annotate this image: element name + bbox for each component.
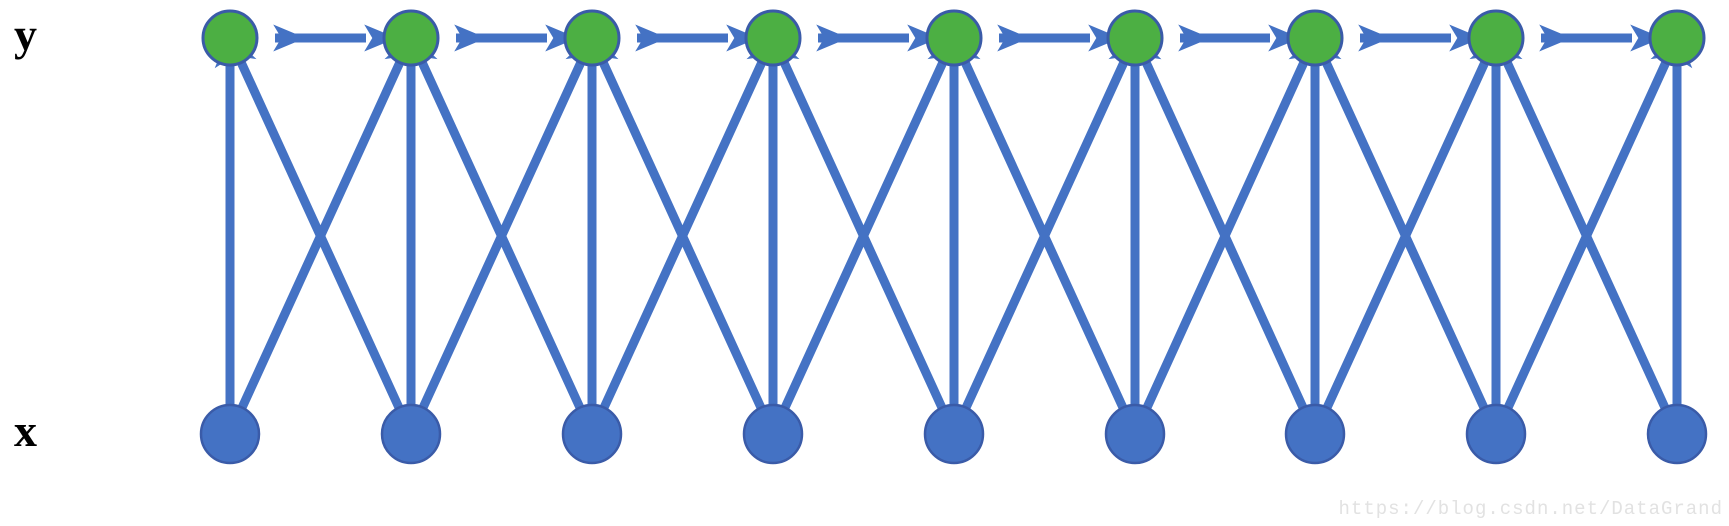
emission-arrow (780, 31, 958, 412)
emission-arrow (418, 31, 596, 412)
x-node[interactable] (1646, 403, 1708, 465)
y-node[interactable] (1286, 9, 1344, 67)
x-node[interactable] (1284, 403, 1346, 465)
x-node[interactable] (561, 403, 623, 465)
edge-group-emission (214, 30, 1693, 412)
emission-arrow (1322, 31, 1500, 412)
node-group-y (201, 9, 1706, 67)
y-node[interactable] (382, 9, 440, 67)
y-node[interactable] (744, 9, 802, 67)
emission-arrow (599, 31, 777, 412)
layer-label-y: y (14, 9, 37, 60)
emission-arrow (237, 31, 415, 412)
x-node[interactable] (1104, 403, 1166, 465)
y-node[interactable] (563, 9, 621, 67)
y-node[interactable] (1106, 9, 1164, 67)
emission-arrow (1503, 31, 1681, 412)
y-node[interactable] (1467, 9, 1525, 67)
x-node[interactable] (380, 403, 442, 465)
watermark-text: https://blog.csdn.net/DataGrand (1338, 498, 1723, 520)
emission-arrow (1142, 31, 1319, 412)
y-node[interactable] (201, 9, 259, 67)
node-group-x (199, 403, 1708, 465)
x-node[interactable] (742, 403, 804, 465)
x-node[interactable] (199, 403, 261, 465)
y-node[interactable] (925, 9, 983, 67)
layer-label-x: x (14, 405, 37, 456)
x-node[interactable] (923, 403, 985, 465)
y-node[interactable] (1648, 9, 1706, 67)
x-node[interactable] (1465, 403, 1527, 465)
emission-arrow (961, 31, 1139, 412)
